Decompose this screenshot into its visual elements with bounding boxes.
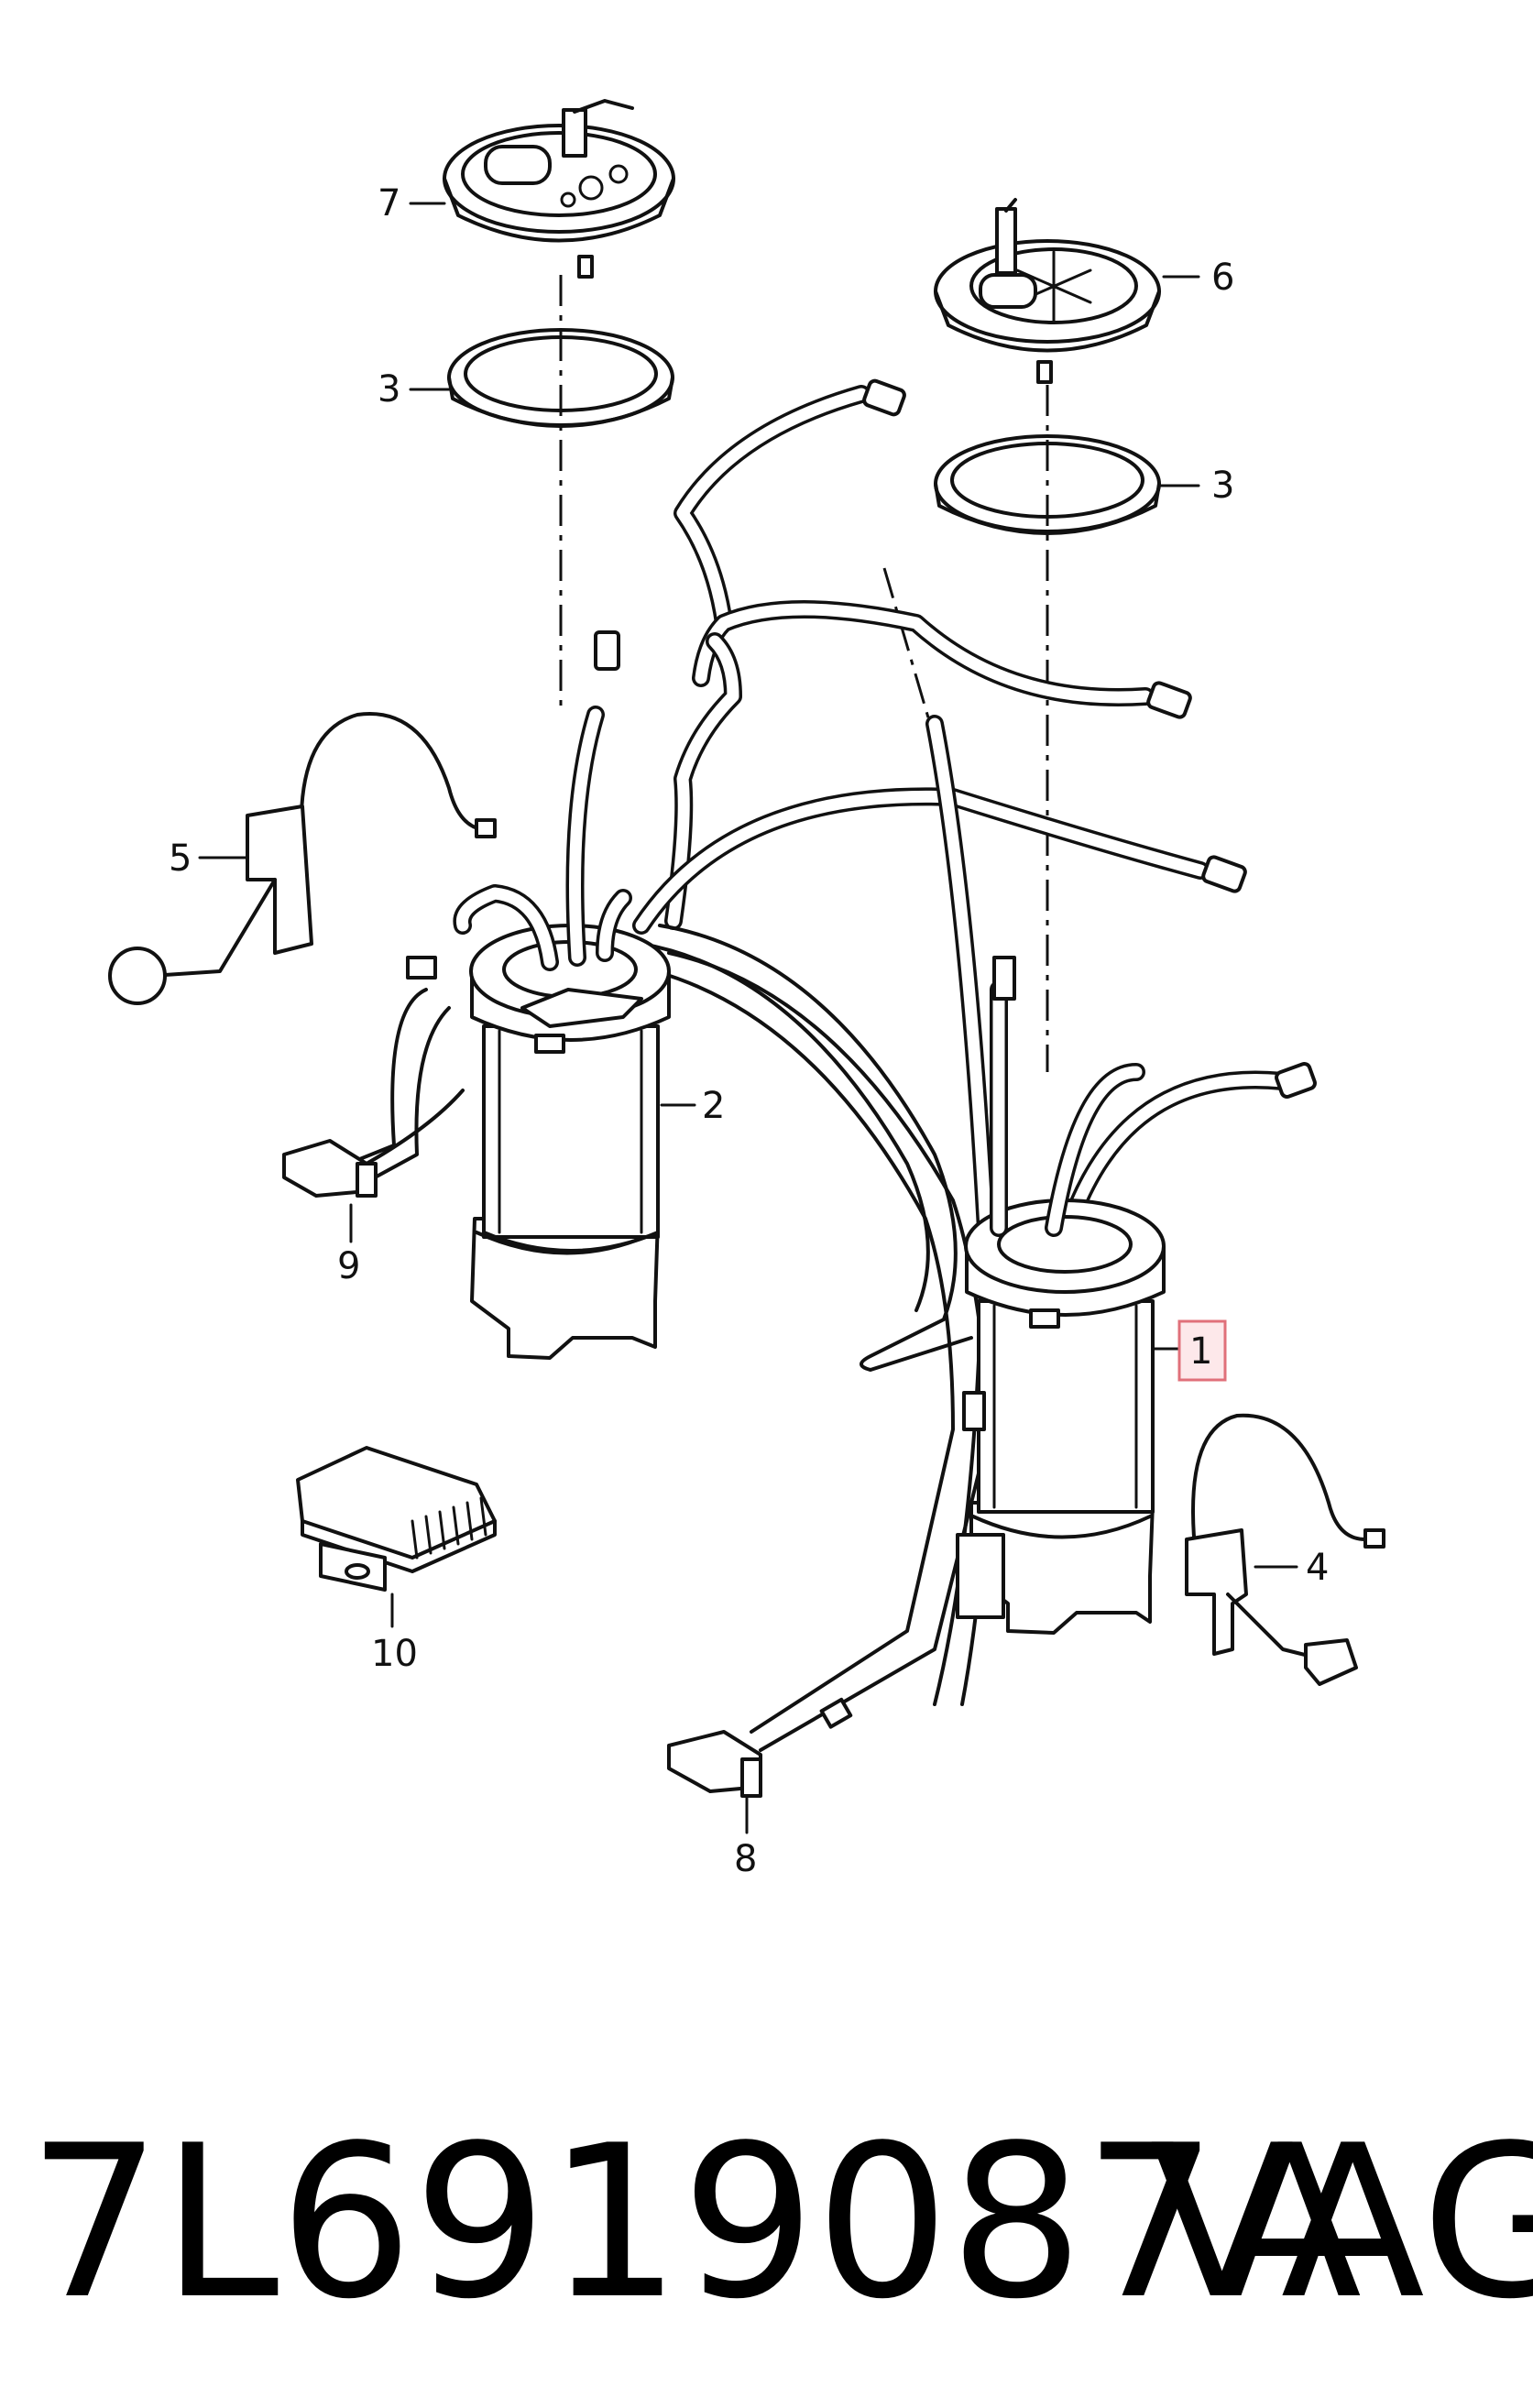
callout-3-right: 3 [1211,465,1234,507]
callout-8: 8 [734,1838,757,1880]
control-module-part10 [296,1446,497,1592]
leader-lines [198,202,1298,1834]
callout-5: 5 [169,837,192,880]
brand-name: VAG [1150,2101,1533,2346]
callout-1-highlight [1177,1319,1227,1382]
level-sender-left-part5 [108,712,497,1005]
callout-10: 10 [371,1633,418,1675]
fuel-hoses [632,385,1292,1752]
flange-left-part7 [443,99,675,279]
hose-connectors [594,378,1317,1099]
callout-4: 4 [1306,1547,1329,1589]
callout-7: 7 [378,182,400,224]
flange-right-part6 [934,198,1161,384]
level-sender-right-part4 [1185,1413,1385,1686]
callout-6: 6 [1211,257,1234,299]
callout-labels: 7 3 6 3 5 2 9 1 4 10 8 [169,182,1329,1880]
pump-unit-right-part1 [956,956,1166,1635]
pump-unit-left-part2 [453,706,671,1360]
callout-1: 1 [1189,1330,1212,1373]
connector-clip-right-part8 [667,1697,853,1798]
callout-3-left: 3 [378,368,400,410]
part-number: 7L6919087A [27,2101,1362,2346]
callout-9: 9 [337,1245,360,1287]
callout-2: 2 [702,1085,725,1127]
connector-clip-left-part9 [282,956,465,1198]
assembly-axis-center [882,567,932,725]
